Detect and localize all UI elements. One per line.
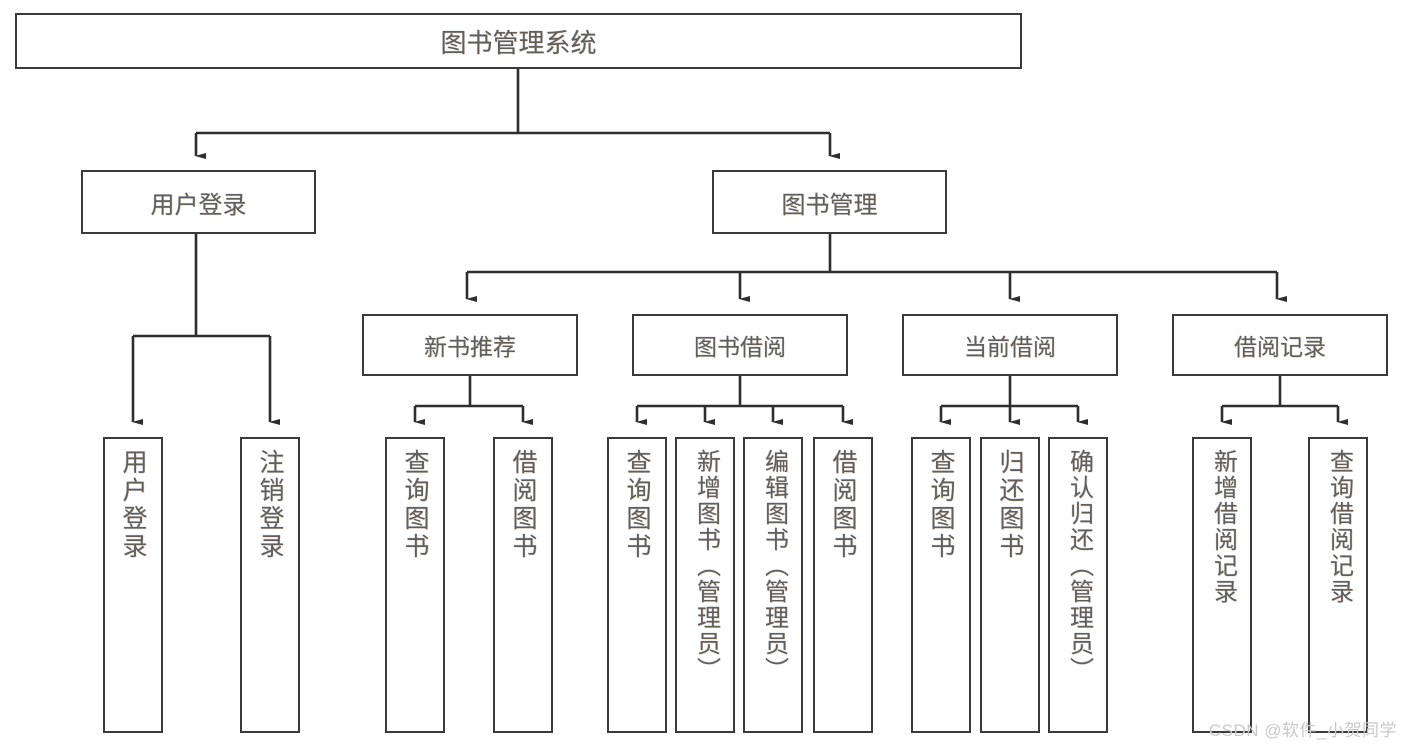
node-book-management[interactable]: 图书管理	[712, 170, 947, 234]
leaf-add-book-admin[interactable]: 新增图书（管理员）	[675, 437, 735, 733]
leaf-return-book[interactable]: 归还图书	[980, 437, 1040, 733]
node-label: 借阅图书	[509, 449, 537, 561]
node-label: 查询图书	[623, 449, 651, 561]
node-label: 查询图书	[401, 449, 429, 561]
leaf-query-book-borrow[interactable]: 查询图书	[607, 437, 667, 733]
node-label: 图书借阅	[694, 334, 786, 360]
leaf-edit-book-admin[interactable]: 编辑图书（管理员）	[743, 437, 803, 733]
node-label: 用户登录	[119, 449, 147, 561]
node-label: 借阅图书	[829, 449, 857, 561]
node-root-system[interactable]: 图书管理系统	[15, 13, 1022, 69]
leaf-user-login[interactable]: 用户登录	[103, 437, 163, 733]
node-current-borrow[interactable]: 当前借阅	[902, 314, 1118, 376]
node-label: 查询图书	[927, 449, 955, 561]
watermark-text: CSDN @软件_小贺同学	[1208, 721, 1397, 740]
node-label: 确认归还（管理员）	[1065, 449, 1093, 683]
node-label: 归还图书	[996, 449, 1024, 561]
node-borrow-record[interactable]: 借阅记录	[1172, 314, 1388, 376]
node-label: 图书管理	[781, 191, 878, 219]
node-book-borrow[interactable]: 图书借阅	[632, 314, 848, 376]
node-label: 新书推荐	[424, 334, 516, 360]
node-label: 借阅记录	[1234, 334, 1326, 360]
leaf-logout[interactable]: 注销登录	[240, 437, 300, 733]
node-label: 新增借阅记录	[1209, 449, 1237, 605]
leaf-confirm-return-admin[interactable]: 确认归还（管理员）	[1048, 437, 1108, 733]
leaf-query-book-current[interactable]: 查询图书	[911, 437, 971, 733]
node-label: 图书管理系统	[440, 27, 597, 58]
node-label: 用户登录	[150, 191, 247, 219]
leaf-query-book-recommend[interactable]: 查询图书	[385, 437, 445, 733]
node-new-book-recommend[interactable]: 新书推荐	[362, 314, 578, 376]
leaf-add-borrow-record[interactable]: 新增借阅记录	[1192, 437, 1252, 733]
leaf-query-borrow-record[interactable]: 查询借阅记录	[1308, 437, 1368, 733]
node-label: 编辑图书（管理员）	[760, 449, 788, 683]
leaf-borrow-book[interactable]: 借阅图书	[813, 437, 873, 733]
leaf-borrow-book-recommend[interactable]: 借阅图书	[493, 437, 553, 733]
node-user-login[interactable]: 用户登录	[81, 170, 316, 234]
node-label: 新增图书（管理员）	[692, 449, 720, 683]
node-label: 当前借阅	[964, 334, 1056, 360]
node-label: 注销登录	[256, 449, 284, 561]
node-label: 查询借阅记录	[1325, 449, 1353, 605]
